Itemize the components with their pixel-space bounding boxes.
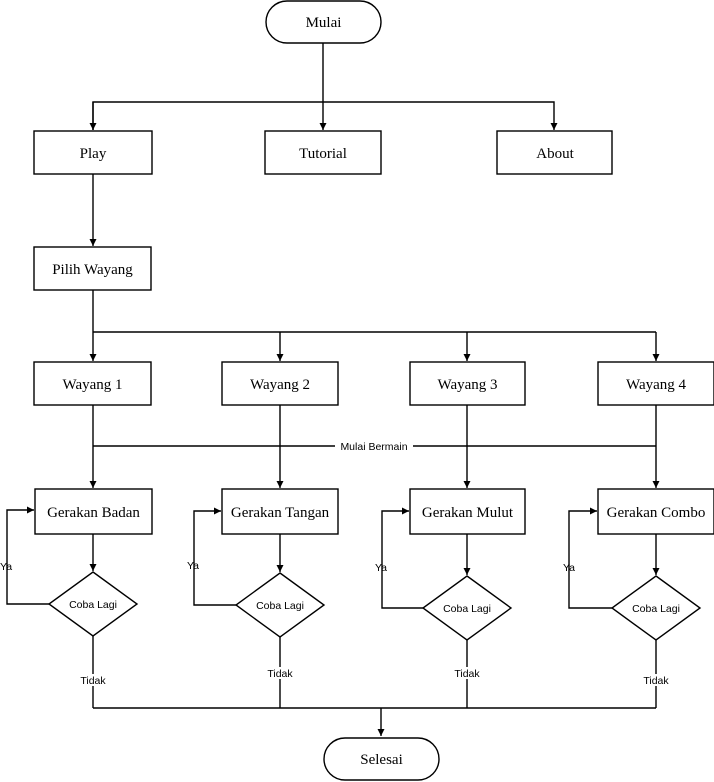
pilih-wayang-label: Pilih Wayang bbox=[52, 262, 133, 278]
wayang-3-box: Wayang 3 bbox=[409, 361, 526, 406]
mulai-bermain-connectors bbox=[89, 405, 660, 488]
gerakan-to-decision-arrows bbox=[89, 534, 660, 575]
wayang-3-label: Wayang 3 bbox=[437, 377, 497, 393]
no-label-3: Tidak bbox=[454, 668, 480, 680]
decision-3: Coba Lagi bbox=[421, 575, 513, 641]
decision-2: Coba Lagi bbox=[234, 572, 326, 638]
gerakan-mulut-box: Gerakan Mulut bbox=[409, 488, 526, 535]
mulai-bermain-label: Mulai Bermain bbox=[340, 441, 407, 453]
gerakan-badan-label: Gerakan Badan bbox=[47, 505, 140, 521]
yes-label-1: Ya bbox=[0, 561, 12, 573]
yes-label-2: Ya bbox=[187, 560, 199, 572]
no-label-1: Tidak bbox=[80, 675, 106, 687]
start-label: Mulai bbox=[306, 15, 342, 31]
play-label: Play bbox=[80, 146, 107, 162]
decision-4: Coba Lagi bbox=[610, 575, 702, 641]
gerakan-combo-label: Gerakan Combo bbox=[607, 505, 706, 521]
menu-connectors bbox=[89, 43, 558, 130]
gerakan-tangan-label: Gerakan Tangan bbox=[231, 505, 330, 521]
wayang-4-box: Wayang 4 bbox=[597, 361, 714, 406]
wayang-1-box: Wayang 1 bbox=[33, 361, 152, 406]
wayang-connectors bbox=[89, 290, 660, 361]
wayang-4-label: Wayang 4 bbox=[626, 377, 687, 393]
tutorial-label: Tutorial bbox=[299, 146, 347, 162]
decision-2-label: Coba Lagi bbox=[256, 600, 304, 612]
end-label: Selesai bbox=[360, 752, 403, 768]
pilih-wayang-box: Pilih Wayang bbox=[33, 246, 152, 291]
gerakan-tangan-box: Gerakan Tangan bbox=[221, 488, 339, 535]
wayang-1-label: Wayang 1 bbox=[62, 377, 122, 393]
tutorial-box: Tutorial bbox=[264, 130, 382, 175]
decision-1-label: Coba Lagi bbox=[69, 599, 117, 611]
gerakan-mulut-label: Gerakan Mulut bbox=[422, 505, 514, 521]
wayang-2-label: Wayang 2 bbox=[250, 377, 310, 393]
gerakan-badan-box: Gerakan Badan bbox=[34, 488, 153, 535]
end-terminal: Selesai bbox=[323, 737, 440, 781]
about-label: About bbox=[536, 146, 574, 162]
gerakan-combo-box: Gerakan Combo bbox=[597, 488, 714, 535]
decision-1: Coba Lagi bbox=[47, 571, 139, 637]
no-label-4: Tidak bbox=[643, 675, 669, 687]
no-connectors bbox=[92, 636, 657, 736]
no-label-2: Tidak bbox=[267, 668, 293, 680]
yes-label-4: Ya bbox=[563, 562, 575, 574]
decision-3-label: Coba Lagi bbox=[443, 603, 491, 615]
yes-label-3: Ya bbox=[375, 562, 387, 574]
start-terminal: Mulai bbox=[265, 0, 382, 44]
play-box: Play bbox=[33, 130, 153, 175]
decision-4-label: Coba Lagi bbox=[632, 603, 680, 615]
about-box: About bbox=[496, 130, 613, 175]
wayang-2-box: Wayang 2 bbox=[221, 361, 339, 406]
yes-loops bbox=[6, 506, 612, 609]
